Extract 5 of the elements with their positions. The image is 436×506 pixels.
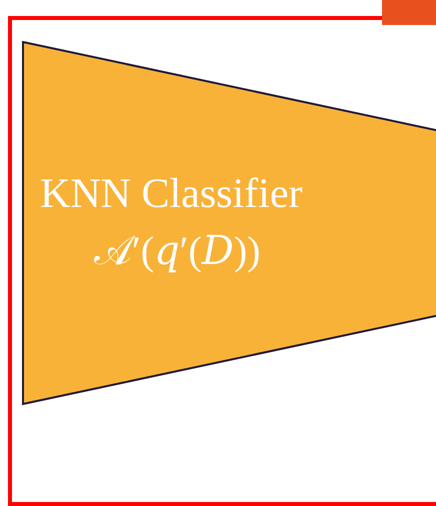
- trapezoid-shape: [22, 41, 436, 406]
- node-title: KNN Classifier: [40, 173, 302, 215]
- frame-box: [8, 16, 436, 506]
- bar-block: [382, 0, 436, 25]
- formula-text: 𝒜′(𝑞′(𝐷)): [94, 231, 260, 271]
